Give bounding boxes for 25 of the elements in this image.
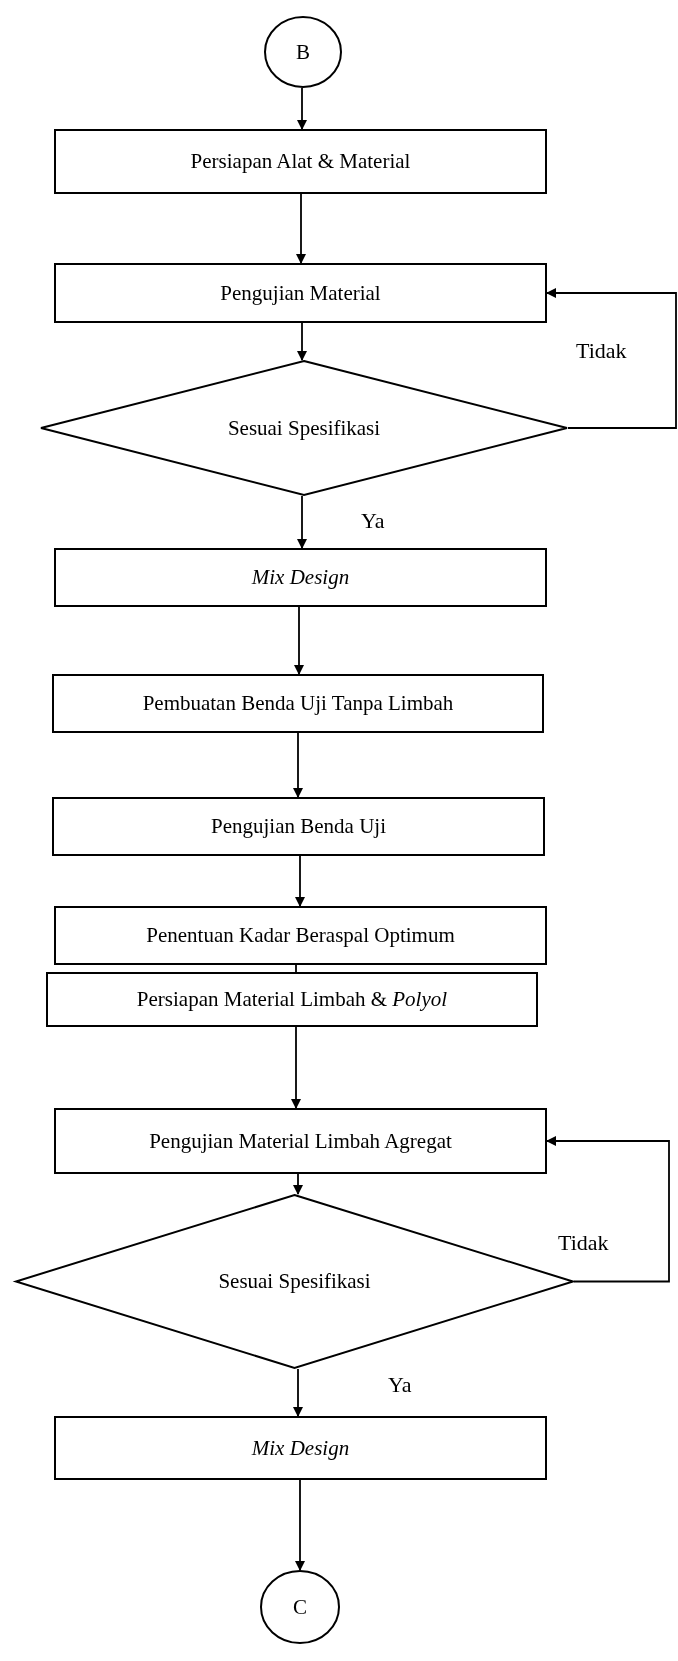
arrow: [546, 288, 677, 429]
process-box: Persiapan Material Limbah & Polyol: [46, 972, 538, 1027]
decision-diamond: Sesuai Spesifikasi: [40, 360, 568, 496]
connector-circle: B: [264, 16, 342, 88]
arrow: [297, 87, 307, 130]
arrow: [293, 732, 303, 798]
arrow: [291, 1026, 301, 1109]
process-box: Mix Design: [54, 548, 547, 607]
process-box: Persiapan Alat & Material: [54, 129, 547, 194]
arrow: [293, 1368, 303, 1417]
connector-circle: C: [260, 1570, 340, 1644]
process-box: Pengujian Benda Uji: [52, 797, 545, 856]
arrow: [293, 1173, 303, 1195]
process-box: Penentuan Kadar Beraspal Optimum: [54, 906, 547, 965]
arrow: [294, 606, 304, 675]
arrow: [546, 1136, 670, 1283]
arrow: [295, 855, 305, 907]
arrow: [297, 322, 307, 361]
process-box: Pengujian Material: [54, 263, 547, 323]
process-box: Mix Design: [54, 1416, 547, 1480]
arrow: [297, 495, 307, 549]
process-box: Pembuatan Benda Uji Tanpa Limbah: [52, 674, 544, 733]
arrow: [296, 193, 306, 264]
arrow: [295, 1479, 305, 1571]
process-box: Pengujian Material Limbah Agregat: [54, 1108, 547, 1174]
